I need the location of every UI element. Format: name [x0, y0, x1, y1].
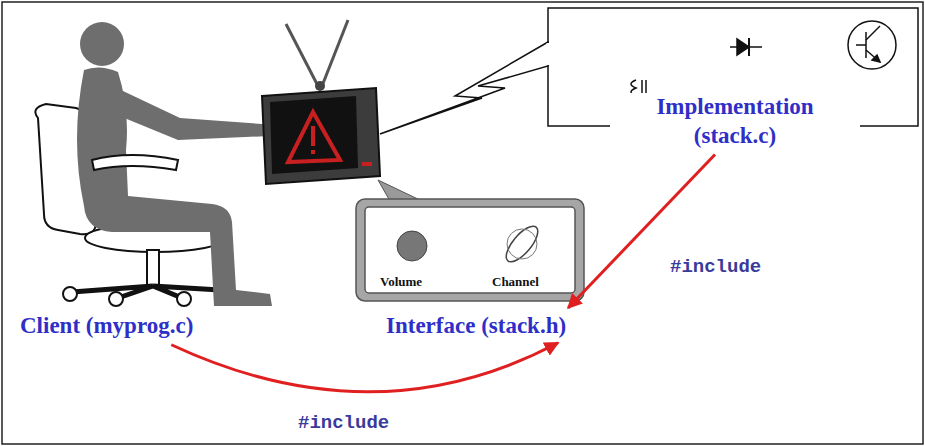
module-name: Interface (stack.h) — [386, 312, 566, 341]
transistor-symbol — [848, 21, 896, 69]
module-label: Interface (stack.h) — [386, 312, 566, 341]
include-arrow — [171, 343, 558, 392]
person-silhouette — [77, 22, 272, 306]
television — [262, 20, 380, 184]
module-name: Client (myprog.c) — [20, 312, 193, 341]
include-arrow — [568, 155, 715, 309]
module-label: Client (myprog.c) — [20, 312, 193, 341]
control-label: Volume — [380, 274, 422, 290]
include-label: #include — [668, 256, 763, 278]
include-label: #include — [296, 412, 391, 434]
chair-armrest — [92, 155, 178, 170]
controls-panel — [356, 180, 584, 301]
diode-symbol — [730, 38, 762, 56]
module-label: Implementation (stack.c) — [610, 93, 860, 151]
control-label: Channel — [492, 274, 539, 290]
module-name: Implementation (stack.c) — [610, 93, 860, 151]
